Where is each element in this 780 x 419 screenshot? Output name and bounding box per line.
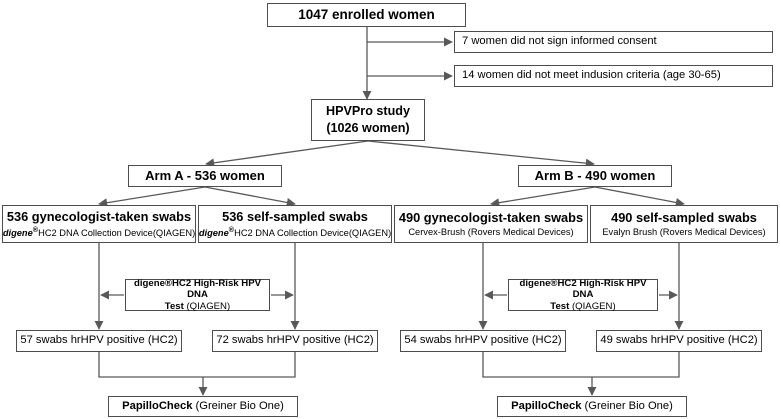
- node-enrolled-label: 1047 enrolled women: [298, 7, 435, 23]
- node-positive-arm-b-self-sampled: 49 swabs hrHPV positive (HC2): [596, 330, 762, 352]
- node-positive-arm-a-self-sampled: 72 swabs hrHPV positive (HC2): [212, 330, 378, 352]
- node-hpvpro-study: HPVPro study (1026 women): [311, 99, 425, 141]
- node-arm-b-gynecologist-swabs: 490 gynecologist-taken swabs Cervex-Brus…: [394, 205, 588, 243]
- hc2-text: HC2 High-Risk HPV DNA: [171, 278, 262, 301]
- test-word: Test: [164, 300, 184, 312]
- node-hc2-test-arm-b-line1: digene®HC2 High-Risk HPV DNA: [512, 278, 654, 301]
- node-positive-arm-a-gynecologist-label: 57 swabs hrHPV positive (HC2): [20, 334, 178, 347]
- node-arm-b-self-sampled-swabs: 490 self-sampled swabs Evalyn Brush (Rov…: [590, 205, 778, 243]
- registered-mark-icon: ®: [164, 278, 172, 290]
- node-exclusion-consent: 7 women did not sign informed consent: [454, 31, 773, 53]
- node-hc2-test-arm-b: digene®HC2 High-Risk HPV DNA Test (QIAGE…: [508, 278, 658, 312]
- digene-brand: digene: [2, 227, 33, 238]
- edge-study-to-arm-b: [367, 140, 595, 168]
- node-hc2-test-arm-a-line2: Test (QIAGEN): [165, 301, 230, 312]
- edge-arm-a-to-swab-2: [204, 186, 296, 207]
- node-arm-b: Arm B - 490 women: [518, 165, 672, 187]
- node-hc2-test-arm-a: digene®HC2 High-Risk HPV DNA Test (QIAGE…: [125, 278, 270, 312]
- registered-mark-icon: ®: [32, 224, 39, 234]
- node-arm-a-gynecologist-swabs-title: 536 gynecologist-taken swabs: [6, 209, 192, 225]
- papillocheck-vendor: (Greiner Bio One): [581, 399, 673, 412]
- device-text: HC2 DNA Collection Device(QIAGEN): [38, 227, 196, 238]
- node-positive-arm-b-gynecologist-label: 54 swabs hrHPV positive (HC2): [404, 334, 562, 347]
- node-arm-a-label: Arm A - 536 women: [145, 168, 265, 184]
- node-papillocheck-arm-b: PapilloCheck (Greiner Bio One): [497, 396, 687, 417]
- node-arm-a-self-sampled-swabs-title: 536 self-sampled swabs: [222, 209, 368, 225]
- qiagen-text: (QIAGEN): [183, 300, 231, 312]
- node-arm-a-gynecologist-swabs: 536 gynecologist-taken swabs digene®HC2 …: [2, 205, 196, 243]
- hc2-text: HC2 High-Risk HPV DNA: [557, 278, 647, 301]
- node-arm-a-gynecologist-swabs-device: digene®HC2 DNA Collection Device(QIAGEN): [2, 224, 196, 239]
- node-arm-a: Arm A - 536 women: [128, 165, 282, 187]
- node-positive-arm-b-self-sampled-label: 49 swabs hrHPV positive (HC2): [600, 334, 758, 347]
- device-text: HC2 DNA Collection Device(QIAGEN): [234, 227, 392, 238]
- edge-study-to-arm-a: [205, 140, 369, 168]
- qiagen-text: (QIAGEN): [569, 300, 616, 312]
- papillocheck-brand: PapilloCheck: [511, 399, 582, 412]
- node-exclusion-consent-label: 7 women did not sign informed consent: [462, 35, 657, 48]
- node-exclusion-criteria-label: 14 women did not meet indusion criteria …: [462, 69, 721, 82]
- node-enrolled-women: 1047 enrolled women: [267, 3, 466, 27]
- node-exclusion-criteria: 14 women did not meet indusion criteria …: [454, 65, 773, 87]
- edge-arm-b-to-swab-1: [490, 186, 596, 208]
- node-positive-arm-a-self-sampled-label: 72 swabs hrHPV positive (HC2): [216, 334, 374, 347]
- papillocheck-brand: PapilloCheck: [122, 399, 193, 412]
- digene-brand: digene: [133, 278, 165, 290]
- node-arm-b-label: Arm B - 490 women: [534, 168, 656, 184]
- registered-mark-icon: ®: [228, 224, 235, 234]
- node-arm-b-self-sampled-swabs-title: 490 self-sampled swabs: [611, 210, 757, 226]
- node-arm-a-self-sampled-swabs: 536 self-sampled swabs digene®HC2 DNA Co…: [198, 205, 392, 243]
- digene-brand: digene: [198, 227, 229, 238]
- node-hpvpro-study-line1: HPVPro study: [326, 104, 410, 118]
- node-arm-a-self-sampled-swabs-device: digene®HC2 DNA Collection Device(QIAGEN): [198, 224, 392, 239]
- node-papillocheck-arm-a: PapilloCheck (Greiner Bio One): [108, 396, 298, 417]
- edge-join-b: [482, 352, 680, 378]
- test-word: Test: [550, 300, 570, 312]
- papillocheck-vendor: (Greiner Bio One): [192, 399, 284, 412]
- registered-mark-icon: ®: [550, 278, 558, 290]
- node-hpvpro-study-line2: (1026 women): [326, 121, 410, 135]
- node-hc2-test-arm-a-line1: digene®HC2 High-Risk HPV DNA: [129, 278, 266, 301]
- node-papillocheck-arm-a-label: PapilloCheck (Greiner Bio One): [122, 400, 284, 413]
- digene-brand: digene: [519, 278, 551, 290]
- node-positive-arm-a-gynecologist: 57 swabs hrHPV positive (HC2): [16, 330, 182, 352]
- edge-arm-b-to-swab-2: [594, 186, 685, 207]
- node-arm-b-gynecologist-swabs-device: Cervex-Brush (Rovers Medical Devices): [408, 226, 574, 237]
- node-positive-arm-b-gynecologist: 54 swabs hrHPV positive (HC2): [400, 330, 566, 352]
- node-arm-b-gynecologist-swabs-title: 490 gynecologist-taken swabs: [398, 210, 584, 226]
- node-papillocheck-arm-b-label: PapilloCheck (Greiner Bio One): [511, 400, 673, 413]
- node-hc2-test-arm-b-line2: Test (QIAGEN): [550, 301, 615, 312]
- node-arm-b-self-sampled-swabs-device: Evalyn Brush (Rovers Medical Devices): [602, 226, 766, 237]
- edge-arm-a-to-swab-1: [98, 186, 206, 208]
- edge-join-a: [98, 352, 296, 378]
